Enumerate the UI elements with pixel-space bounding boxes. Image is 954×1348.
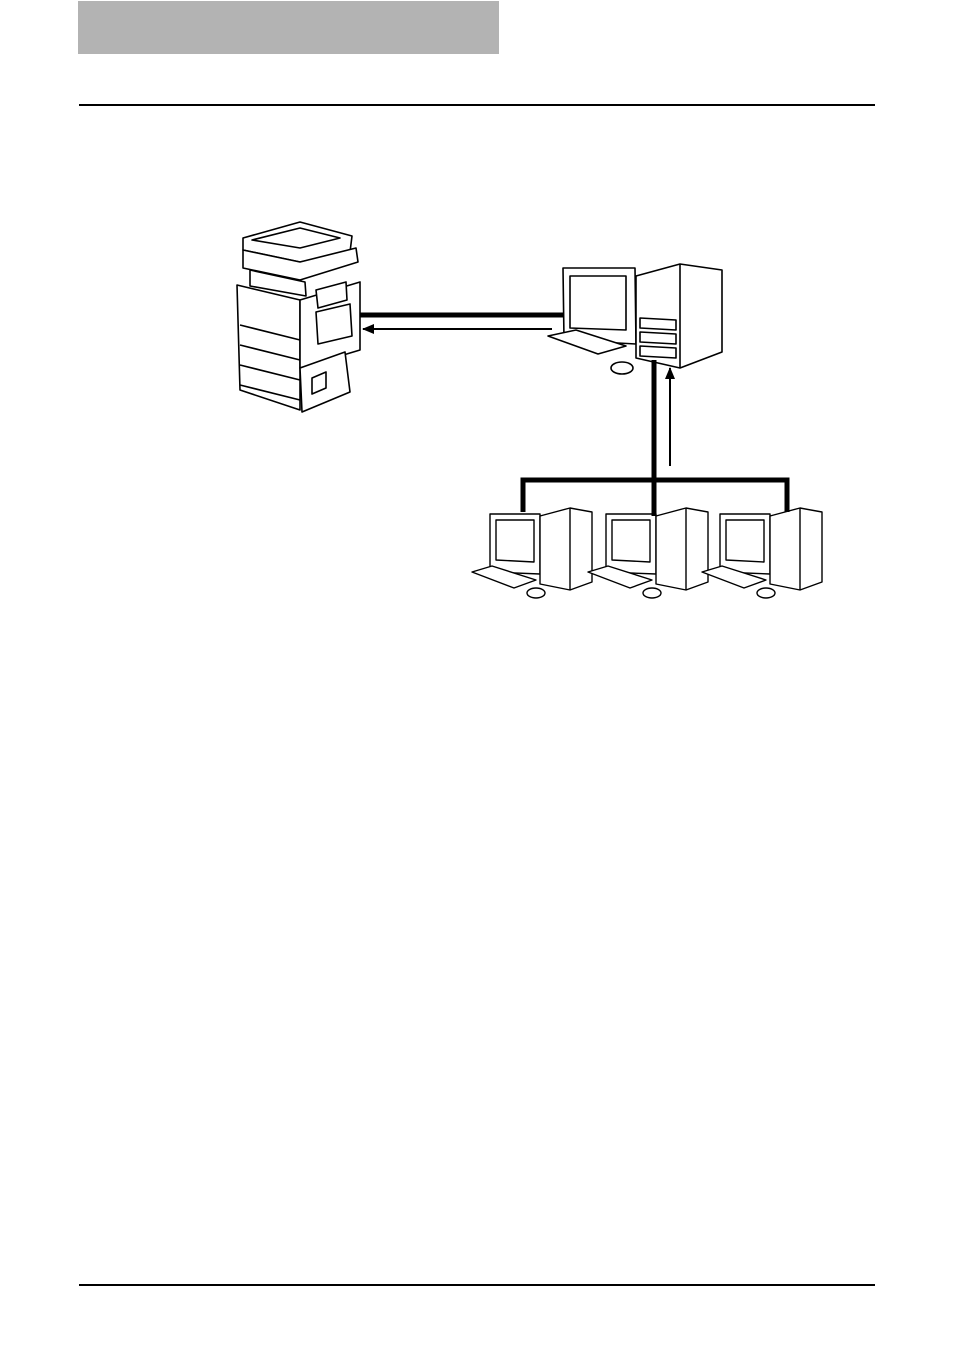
footer-rule	[79, 1284, 875, 1286]
multifunction-printer-icon	[237, 222, 360, 412]
client-computer-icon	[472, 508, 592, 598]
client-computer-icon	[702, 508, 822, 598]
server-computer-icon	[548, 264, 722, 374]
client-computer-icon	[588, 508, 708, 598]
